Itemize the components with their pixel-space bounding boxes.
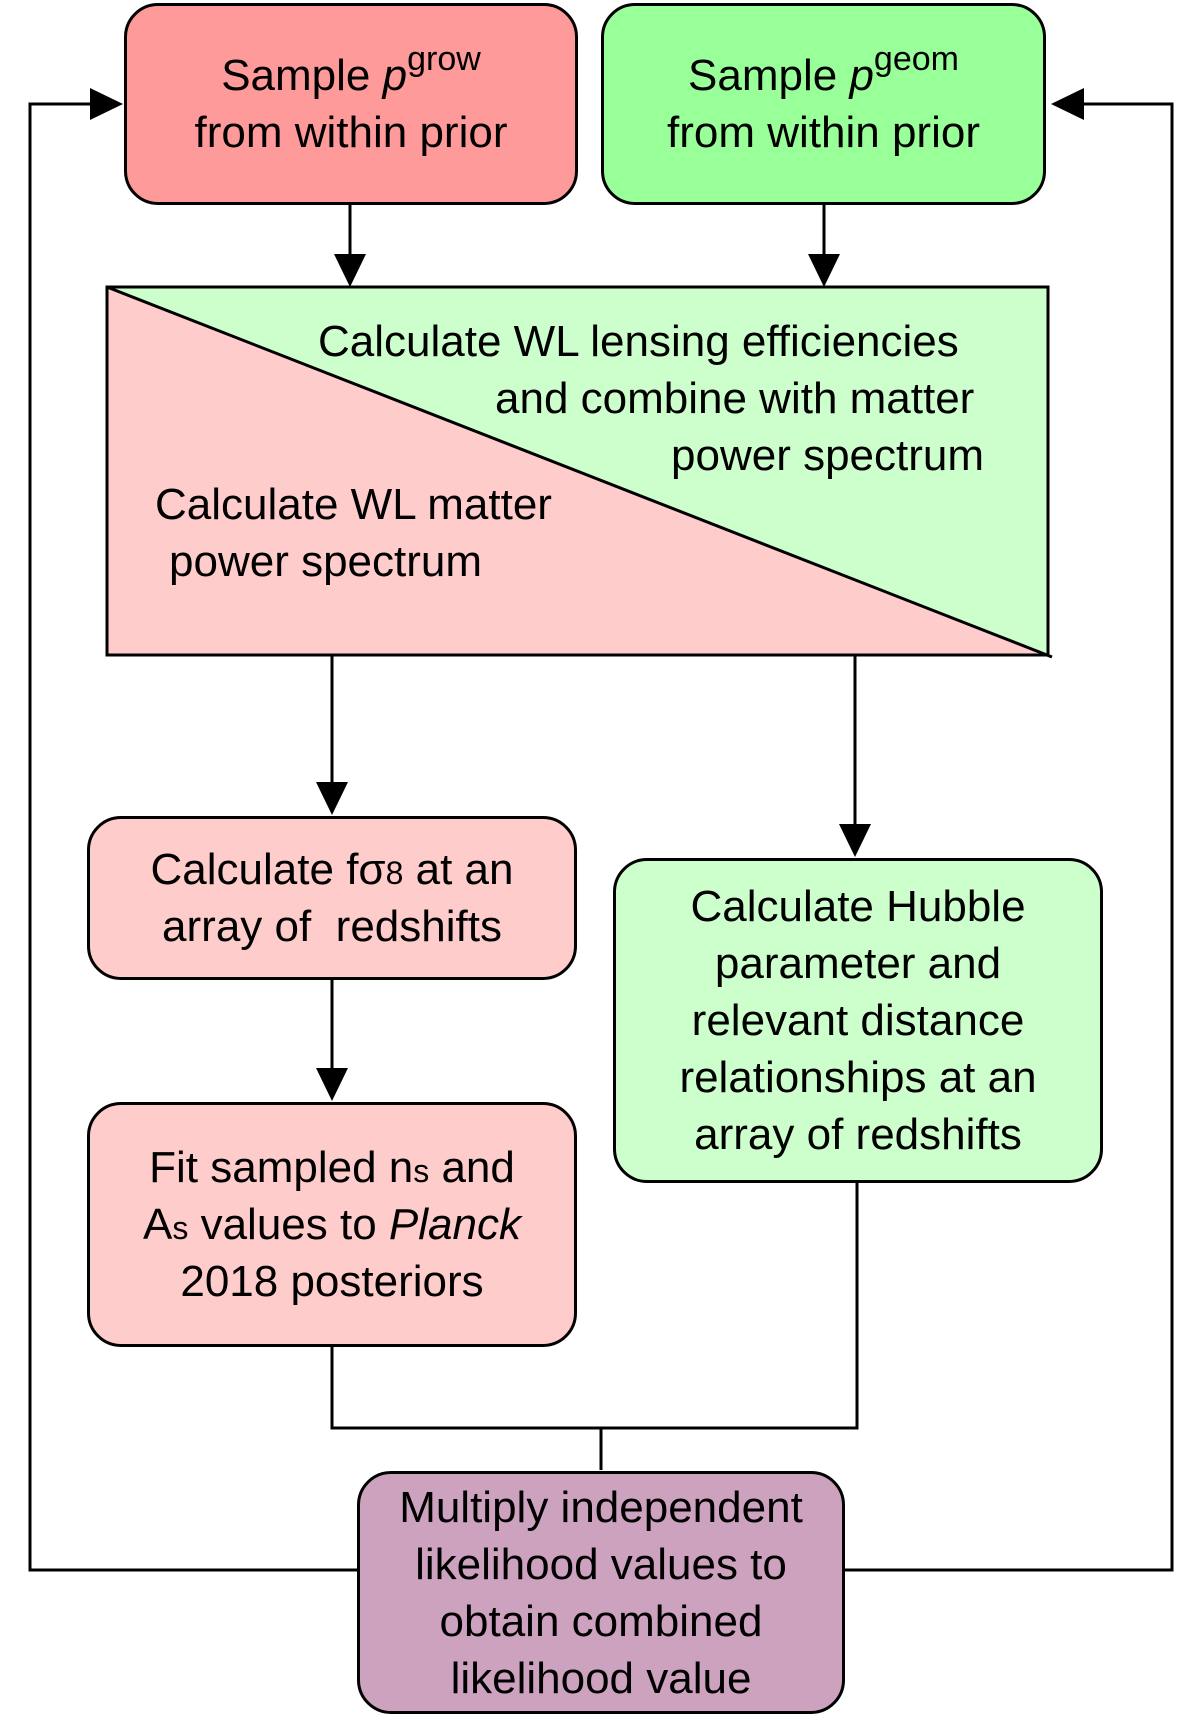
connector-merge (330, 1183, 859, 1430)
split-growth-line1: Calculate WL matter (155, 480, 552, 529)
fit-line3: 2018 posteriors (180, 1257, 484, 1306)
fsigma8-box: Calculate fσ8 at an array of redshifts (87, 816, 577, 980)
fsigma8-subscript: 8 (385, 855, 404, 891)
connector-lines (28, 102, 1174, 1572)
hubble-line1: Calculate Hubble (690, 882, 1026, 931)
fit-line2-subscript: s (172, 1210, 189, 1246)
fit-line2-italic: Planck (388, 1200, 521, 1249)
fsigma8-prefix: Calculate fσ (150, 845, 386, 894)
fsigma8-line1: Calculate fσ8 at an (151, 841, 514, 898)
split-geometry-line2: and combine with matter (495, 374, 975, 423)
sample-geom-box: Sample pgeom from within prior (601, 3, 1046, 205)
sample-grow-box: Sample pgrow from within prior (124, 3, 578, 205)
fit-line2-middle: values to (188, 1200, 389, 1249)
hubble-line5: array of redshifts (694, 1110, 1022, 1159)
fit-line1: Fit sampled ns and (149, 1139, 515, 1196)
hubble-line3: relevant distance (691, 996, 1025, 1045)
arrowheads (90, 88, 1084, 1101)
sample-grow-prefix: Sample (221, 51, 383, 100)
fit-line2: As values to Planck (143, 1196, 521, 1253)
sample-grow-line2: from within prior (194, 108, 508, 157)
fsigma8-suffix: at an (403, 845, 514, 894)
sample-grow-symbol: p (382, 51, 408, 100)
sample-geom-symbol: p (849, 51, 874, 100)
fit-line1-suffix: and (429, 1143, 515, 1192)
fit-line1-subscript: s (413, 1153, 430, 1189)
hubble-line2: parameter and (714, 939, 1002, 988)
fit-line2-prefix: A (143, 1200, 173, 1249)
hubble-box: Calculate Hubble parameter and relevant … (613, 858, 1103, 1183)
arrowhead-split-to-fsigma8 (316, 782, 348, 815)
feedback-loop-left (28, 102, 357, 1572)
combine-line2: likelihood values to (415, 1539, 787, 1589)
sample-geom-superscript: geom (873, 40, 959, 79)
arrowhead-geom-to-split (808, 254, 840, 287)
arrowhead-split-to-hubble (839, 824, 871, 857)
split-geometry-line1: Calculate WL lensing efficiencies (318, 317, 959, 366)
fit-line1-prefix: Fit sampled n (149, 1143, 414, 1192)
sample-geom-line1: Sample pgeom (688, 42, 959, 104)
sample-grow-superscript: grow (407, 40, 481, 79)
split-box-diagonal (106, 285, 1053, 659)
split-growth-line2: power spectrum (169, 537, 483, 586)
combine-line1: Multiply independent (399, 1482, 803, 1532)
feedback-loop-right (845, 102, 1174, 1572)
combine-likelihood-box: Multiply independent likelihood values t… (357, 1471, 845, 1714)
split-geometry-line3: power spectrum (671, 431, 985, 480)
combine-line3: obtain combined (439, 1596, 763, 1646)
sample-grow-line1: Sample pgrow (221, 42, 481, 104)
combine-line4: likelihood value (450, 1653, 752, 1703)
hubble-line4: relationships at an (679, 1053, 1037, 1102)
split-box-border (105, 285, 1050, 657)
arrowhead-fsigma8-to-fit (316, 1068, 348, 1101)
arrowhead-loop-left (90, 88, 123, 120)
fsigma8-line2: array of redshifts (162, 902, 502, 951)
fit-planck-box: Fit sampled ns and As values to Planck 2… (87, 1102, 577, 1347)
sample-geom-line2: from within prior (667, 108, 980, 157)
arrowhead-loop-right (1051, 88, 1084, 120)
sample-geom-prefix: Sample (688, 51, 850, 100)
arrowhead-grow-to-split (334, 254, 366, 287)
